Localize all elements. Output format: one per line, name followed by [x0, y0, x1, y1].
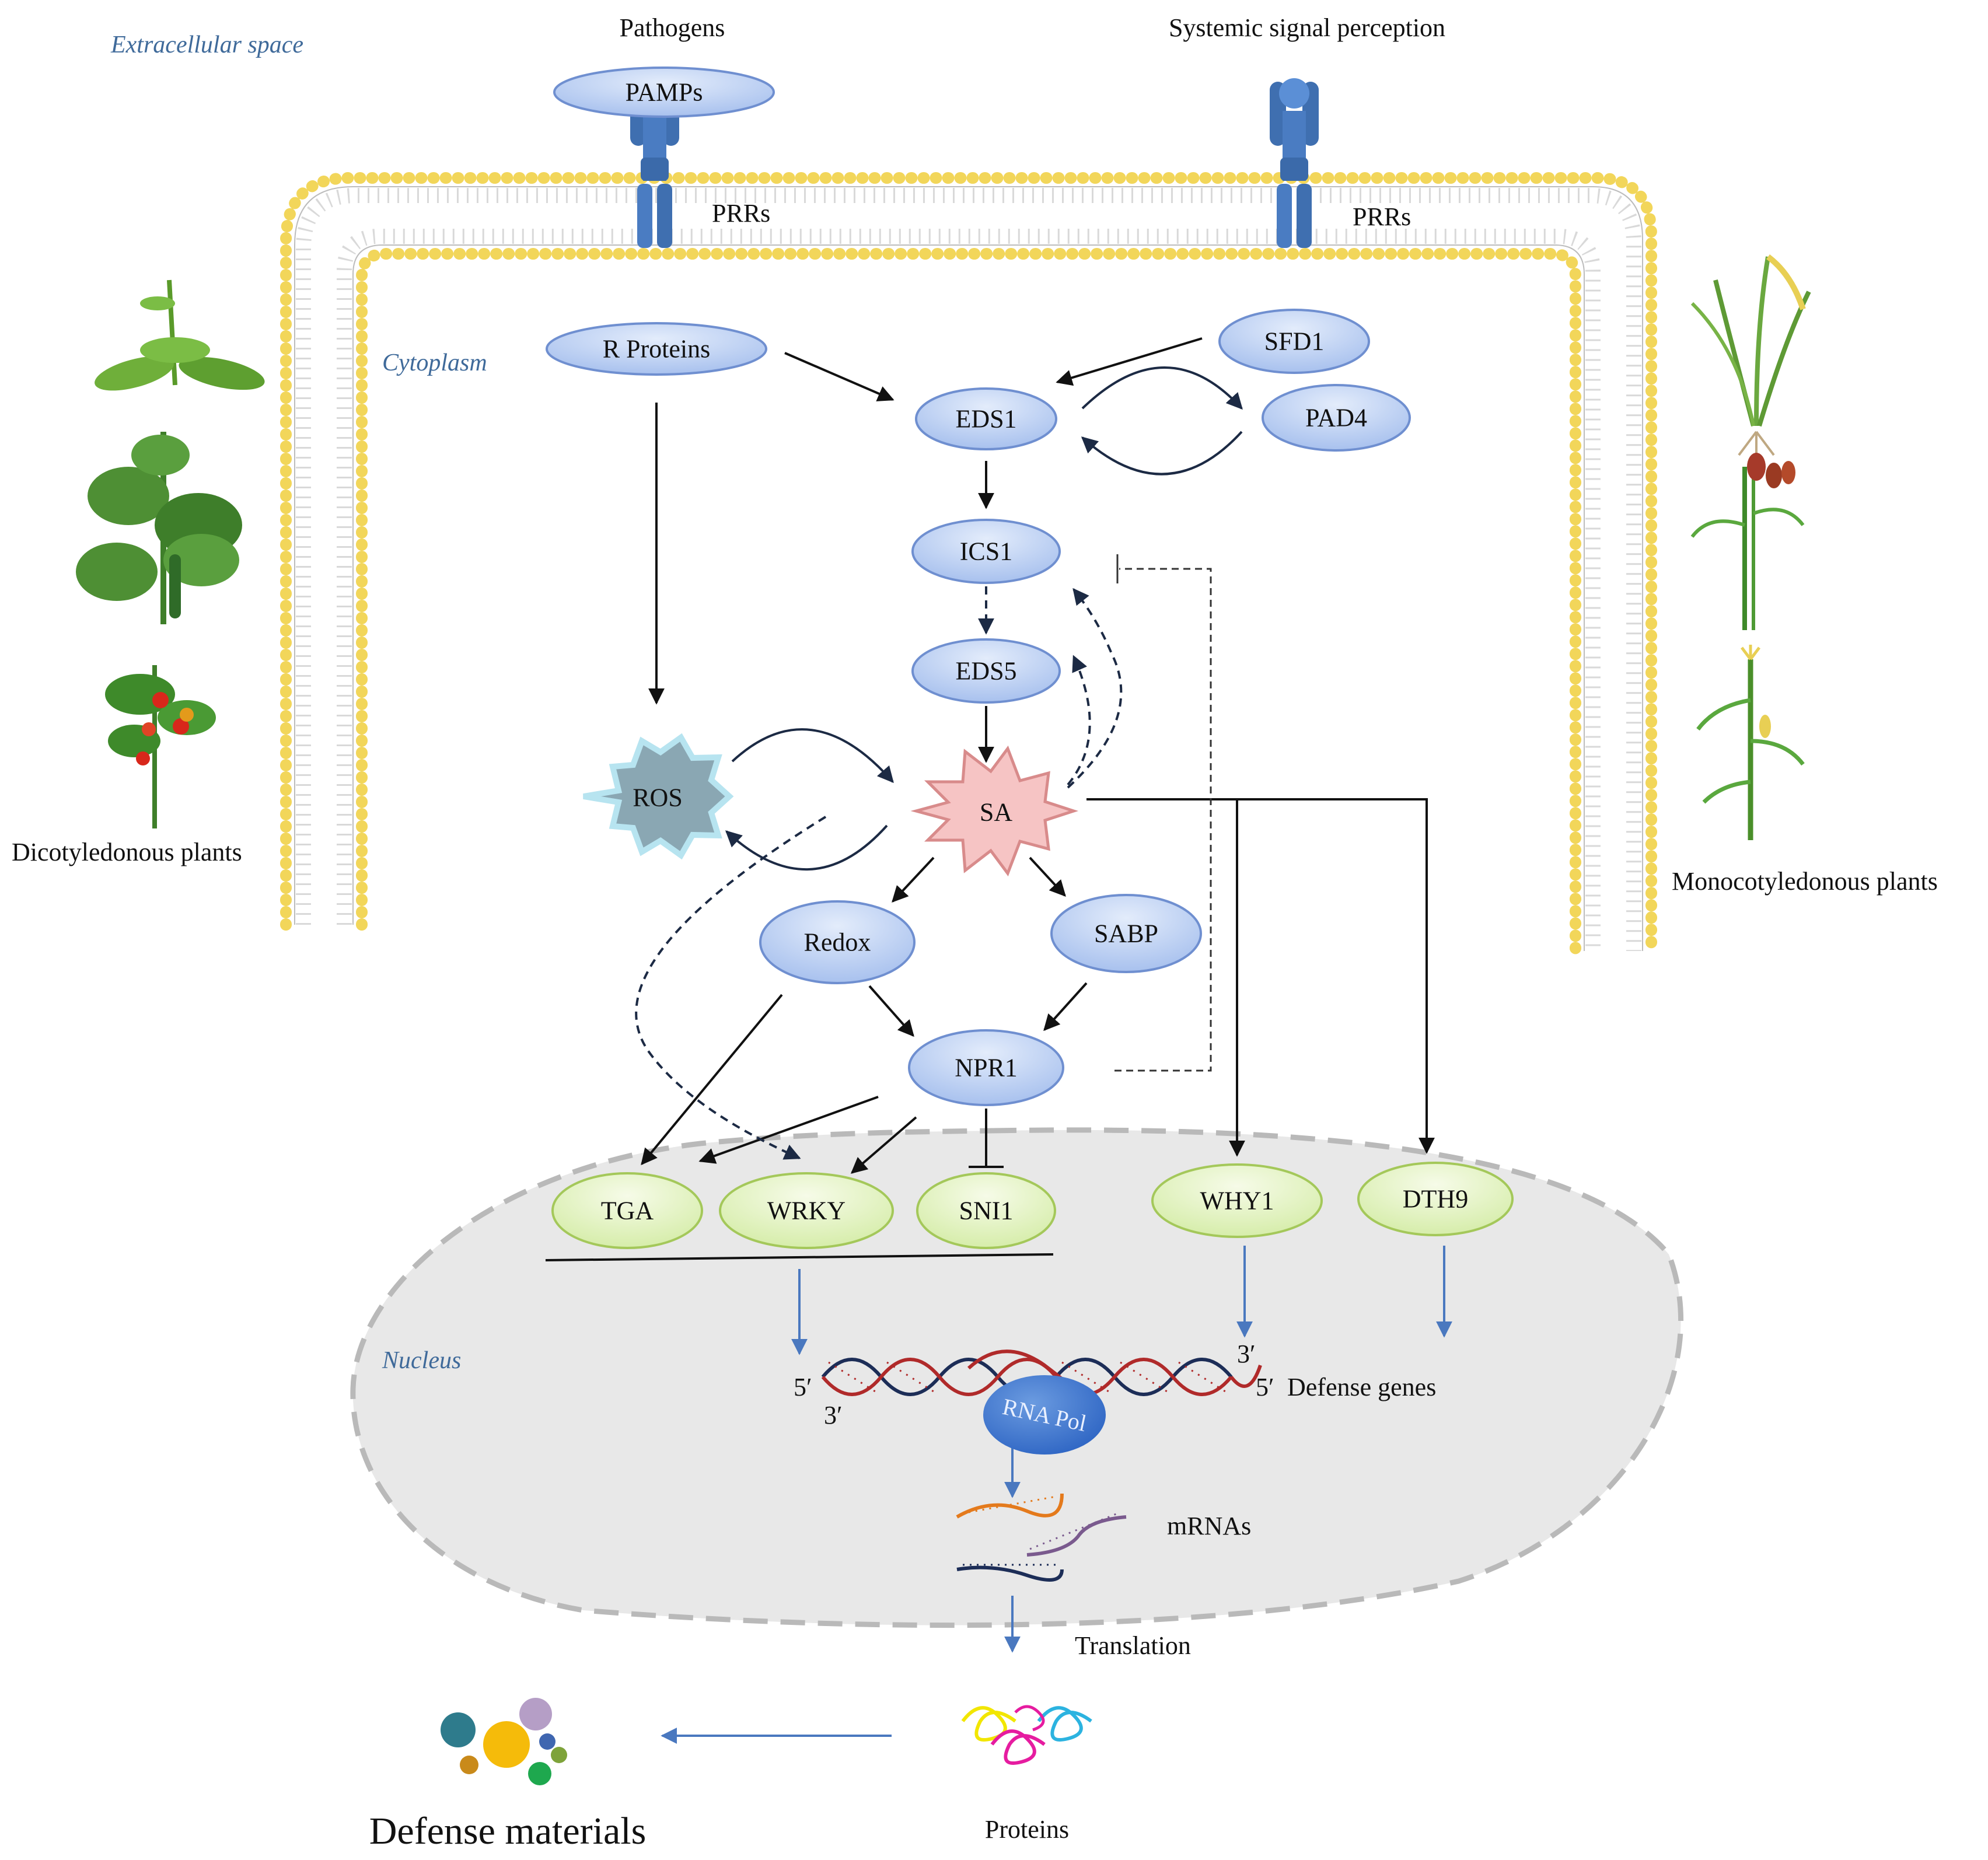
defense-materials-icon — [441, 1698, 567, 1785]
sa-label: SA — [980, 798, 1012, 827]
r-proteins-label: R Proteins — [603, 335, 711, 363]
three-prime-left: 3′ — [824, 1401, 843, 1429]
prr-receptor-right-icon — [1270, 78, 1319, 248]
tga-label: TGA — [601, 1197, 654, 1225]
proteins-icon — [961, 1705, 1092, 1765]
defense-materials-label: Defense materials — [369, 1810, 647, 1852]
three-prime-right: 3′ — [1237, 1340, 1256, 1368]
eds1-node — [915, 387, 1057, 450]
rna-polymerase — [983, 1375, 1106, 1455]
translation-label: Translation — [1075, 1631, 1191, 1660]
ics1-node — [911, 519, 1061, 584]
eds5-node — [911, 638, 1061, 704]
cucumber-plant-icon — [76, 432, 242, 624]
five-prime-left: 5′ — [794, 1373, 812, 1401]
sfd1-node — [1218, 309, 1370, 374]
why1-label: WHY1 — [1200, 1187, 1274, 1215]
cell-membrane — [280, 172, 1657, 957]
sni1-node — [916, 1172, 1056, 1249]
npr1-label: NPR1 — [955, 1054, 1018, 1082]
redox-node — [759, 900, 916, 984]
sni1-label: SNI1 — [959, 1197, 1014, 1225]
pamps-label: PAMPs — [626, 78, 703, 107]
npr1-node — [908, 1029, 1064, 1106]
dicots-label: Dicotyledonous plants — [12, 838, 242, 866]
pad4-node — [1262, 384, 1411, 452]
transcription-arrows — [661, 1246, 1452, 1744]
five-prime-right: 5′ — [1256, 1373, 1274, 1401]
nucleus — [350, 1127, 1684, 1628]
ros-label: ROS — [633, 784, 683, 812]
prrs-label-right: PRRs — [1353, 202, 1411, 231]
pamps-node — [553, 67, 775, 118]
nucleus-label: Nucleus — [382, 1347, 461, 1374]
pad4-label: PAD4 — [1305, 404, 1367, 432]
proteins-label: Proteins — [985, 1815, 1069, 1844]
ros-burst — [583, 733, 734, 860]
monocots-label: Monocotyledonous plants — [1672, 867, 1938, 896]
maize-plant-icon — [1696, 645, 1805, 840]
sabp-node — [1050, 894, 1202, 973]
r-proteins-node — [546, 322, 767, 376]
prrs-label-left: PRRs — [712, 199, 770, 228]
sfd1-label: SFD1 — [1264, 327, 1325, 356]
cytoplasm-label: Cytoplasm — [382, 349, 487, 376]
extracellular-space-label: Extracellular space — [110, 32, 303, 58]
mrna-icon — [956, 1493, 1127, 1582]
sabp-label: SABP — [1094, 919, 1158, 948]
systemic-signal-heading: Systemic signal perception — [1169, 13, 1445, 42]
pathogens-heading: Pathogens — [620, 13, 725, 42]
rice-plant-icon — [1690, 254, 1811, 461]
tga-node — [551, 1172, 703, 1249]
sorghum-plant-icon — [1690, 453, 1805, 630]
ics1-label: ICS1 — [960, 537, 1012, 566]
eds1-label: EDS1 — [955, 405, 1016, 433]
tomato-plant-icon — [105, 665, 216, 828]
dth9-node — [1357, 1162, 1514, 1236]
sa-burst — [910, 745, 1079, 877]
defense-genes-label: Defense genes — [1287, 1373, 1436, 1401]
wrky-node — [719, 1172, 894, 1249]
redox-label: Redox — [804, 928, 871, 957]
arabidopsis-plant-icon — [95, 279, 265, 391]
eds5-label: EDS5 — [955, 657, 1016, 686]
mrnas-label: mRNAs — [1167, 1512, 1251, 1540]
wrky-label: WRKY — [767, 1197, 845, 1225]
transcription-factor-bracket — [545, 1253, 1054, 1261]
why1-node — [1151, 1163, 1323, 1238]
dth9-label: DTH9 — [1403, 1185, 1468, 1214]
pathway-arrows — [635, 337, 1435, 1174]
